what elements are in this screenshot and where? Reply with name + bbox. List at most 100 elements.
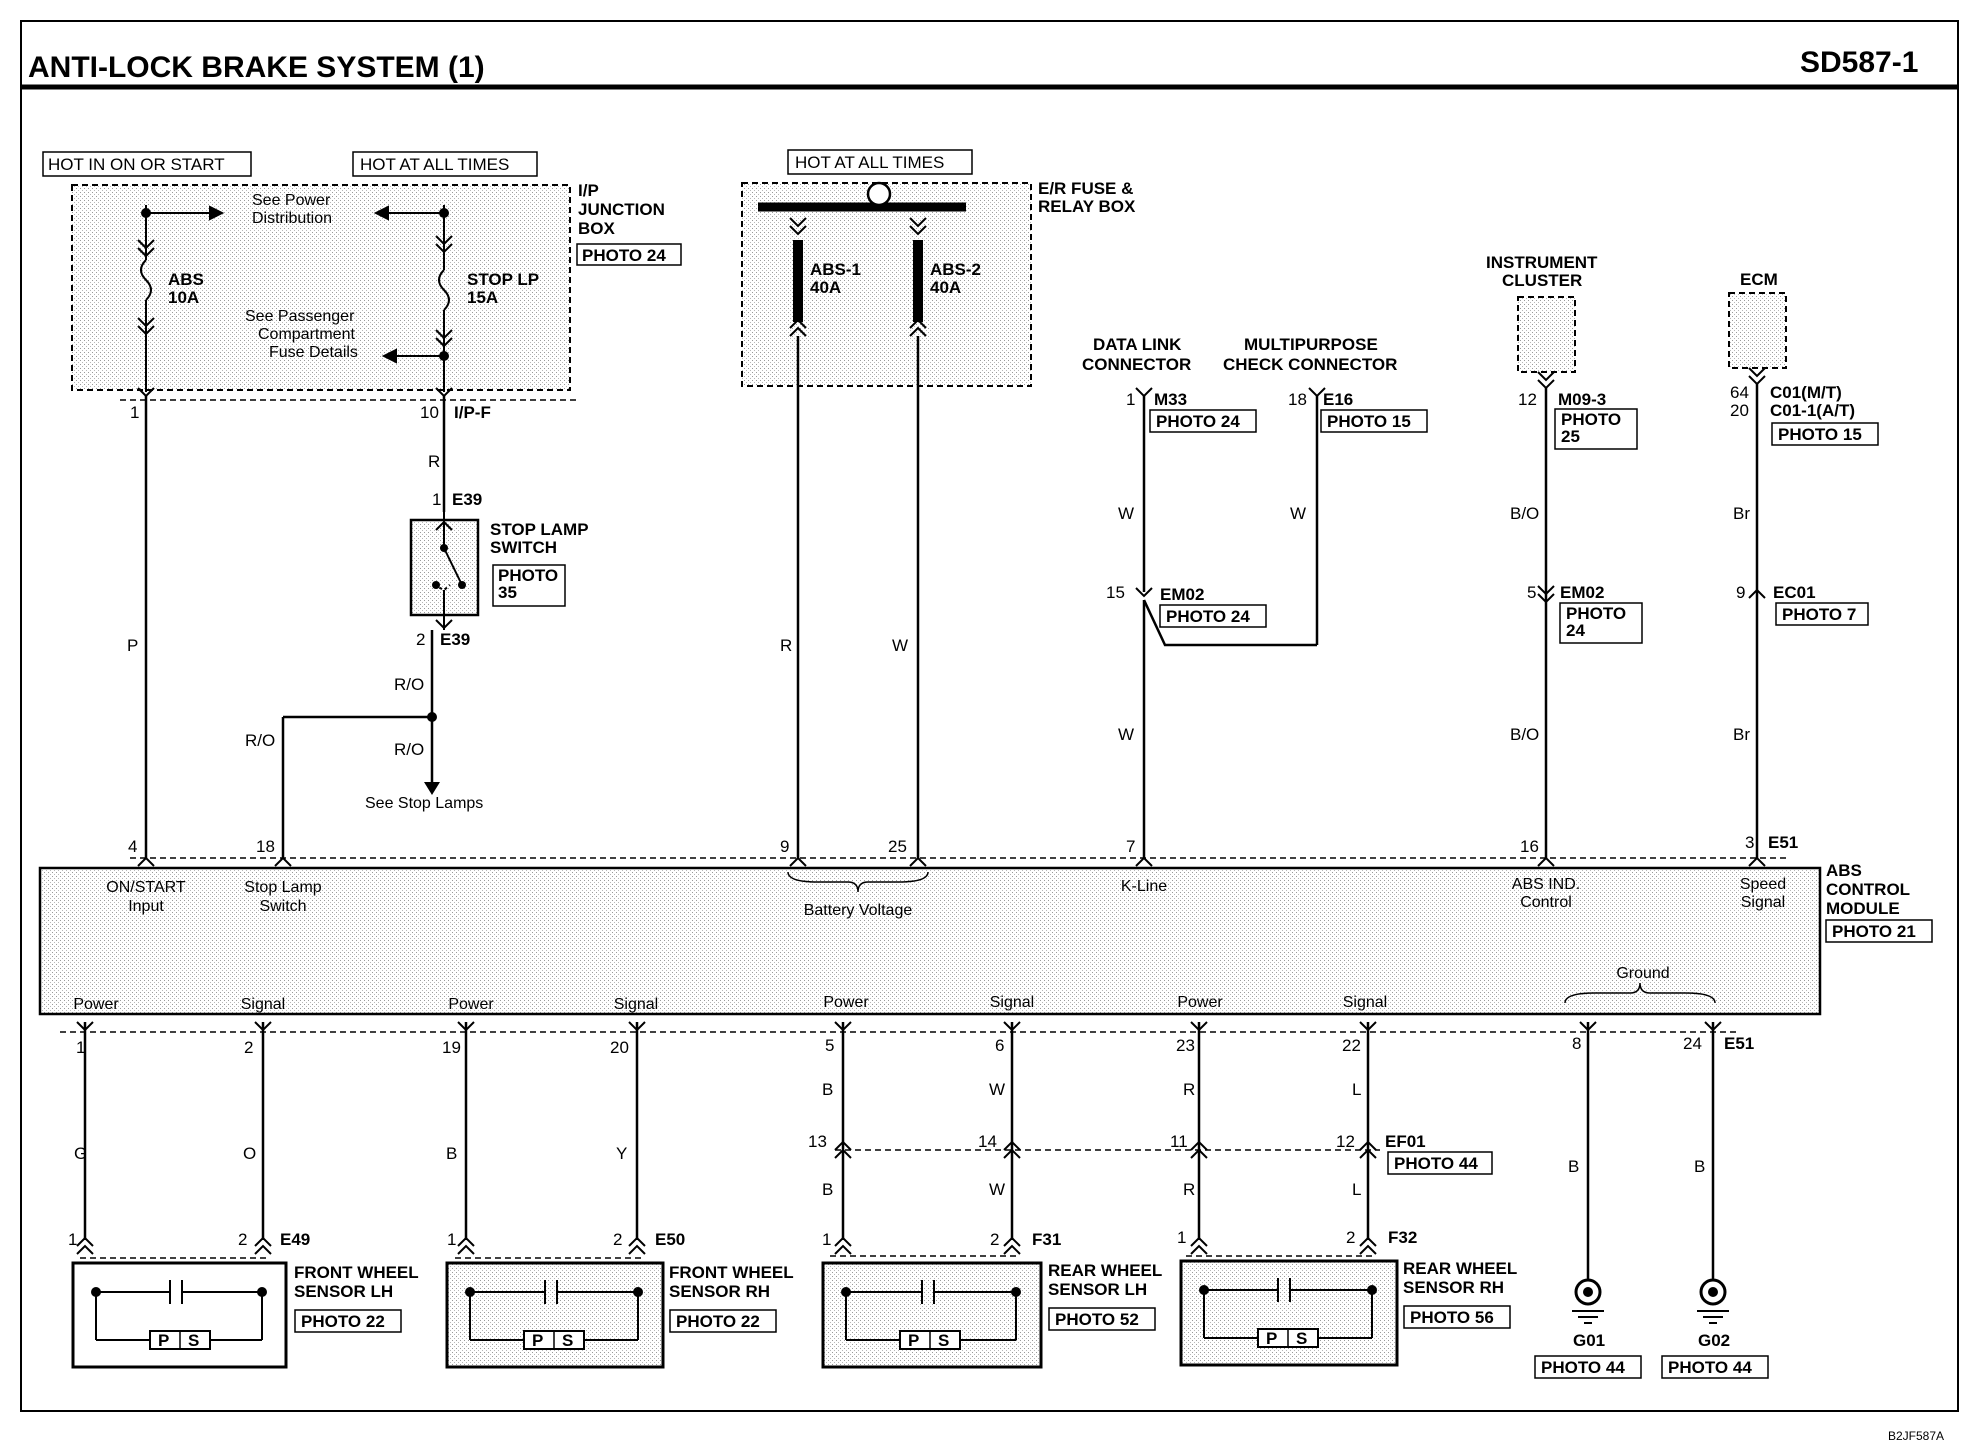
connector-e49: E49 xyxy=(280,1230,310,1249)
er-fuse-relay-box-label: E/R FUSE &RELAY BOX xyxy=(1038,179,1136,216)
wire-color-b-5: B xyxy=(1694,1157,1705,1176)
sensor-p-label: P xyxy=(532,1331,543,1350)
photo-badge-m093 xyxy=(1554,408,1638,450)
pin-label: 3 xyxy=(1745,833,1754,852)
photo-badge-f31-label: PHOTO 52 xyxy=(1055,1310,1139,1329)
sensor-p-label: P xyxy=(1266,1329,1277,1348)
term-signal-4: Signal xyxy=(1343,994,1387,1011)
sensor-p-label: P xyxy=(908,1331,919,1350)
term-signal-3: Signal xyxy=(990,994,1034,1011)
wire-color-w-6: W xyxy=(989,1180,1005,1199)
photo-badge-ef01-label: PHOTO 44 xyxy=(1394,1154,1478,1173)
photo-badge-g01-label: PHOTO 44 xyxy=(1541,1358,1625,1377)
wire-color-b-3: B xyxy=(822,1180,833,1199)
front-wheel-sensor-rh[interactable] xyxy=(445,1261,665,1369)
see-stop-lamps: See Stop Lamps xyxy=(365,795,483,812)
connector-f32: F32 xyxy=(1388,1228,1417,1247)
pin-label: 1 xyxy=(822,1230,831,1249)
photo-badge-c01 xyxy=(1771,422,1879,446)
footer-code: B2JF587A xyxy=(1888,1429,1944,1443)
photo-badge-m33 xyxy=(1149,409,1257,433)
wire-color-br-2: Br xyxy=(1733,725,1750,744)
connector-f31: F31 xyxy=(1032,1230,1061,1249)
pin-label: 2 xyxy=(416,630,425,649)
hot-at-all-times-box-1 xyxy=(352,151,538,177)
pin-label: 2 xyxy=(990,1230,999,1249)
connector-m33: M33 xyxy=(1154,390,1187,409)
photo-badge-e50-label: PHOTO 22 xyxy=(676,1312,760,1331)
pin-label: 24 xyxy=(1683,1034,1702,1053)
front-wheel-sensor-lh[interactable] xyxy=(71,1261,288,1369)
wire-color-r-3: R xyxy=(1183,1080,1195,1099)
connector-em02-1: EM02 xyxy=(1160,585,1204,604)
abs-control-module[interactable] xyxy=(38,866,1822,1016)
pin-label: 9 xyxy=(780,837,789,856)
photo-badge-module-label: PHOTO 21 xyxy=(1832,922,1916,941)
term-power-3: Power xyxy=(823,994,869,1011)
lower-wires xyxy=(83,1022,1715,1280)
wire-color-br-1: Br xyxy=(1733,504,1750,523)
wire-color-r-4: R xyxy=(1183,1180,1195,1199)
connector-e50: E50 xyxy=(655,1230,685,1249)
pin-label: 2 xyxy=(1346,1228,1355,1247)
connector-em02-2: EM02 xyxy=(1560,583,1604,602)
wire-color-w-2: W xyxy=(1118,504,1134,523)
pin-label: 9 xyxy=(1736,583,1745,602)
page-title: ANTI-LOCK BRAKE SYSTEM (1) xyxy=(28,51,485,84)
connector-e51-bottom: E51 xyxy=(1724,1034,1754,1053)
connector-e39-bottom: E39 xyxy=(440,630,470,649)
hot-at-all-times-label-2: HOT AT ALL TIMES xyxy=(795,153,944,172)
pin-label: 23 xyxy=(1176,1036,1195,1055)
wire-color-ro-3: R/O xyxy=(394,740,424,759)
pin-label: 1 xyxy=(432,490,441,509)
stop-lamp-switch-symbol xyxy=(433,512,463,630)
wire-color-ro-2: R/O xyxy=(245,731,275,750)
sensor-s-label: S xyxy=(938,1331,949,1350)
wire-color-r-1: R xyxy=(428,452,440,471)
pin-label: 64 xyxy=(1730,383,1749,402)
sensor-s-label: S xyxy=(188,1331,199,1350)
photo-badge-em02-1 xyxy=(1159,604,1267,628)
rear-wheel-sensor-lh[interactable] xyxy=(821,1261,1043,1369)
photo-badge-g02 xyxy=(1661,1355,1769,1379)
rear-wheel-sensor-rh[interactable] xyxy=(1179,1259,1399,1367)
lower-terminals xyxy=(76,1021,1722,1032)
connector-e51-top: E51 xyxy=(1768,833,1798,852)
photo-badge-g02-label: PHOTO 44 xyxy=(1668,1358,1752,1377)
pin-label: 20 xyxy=(1730,401,1749,420)
pin-label: 12 xyxy=(1336,1132,1355,1151)
page-code: SD587-1 xyxy=(1800,46,1918,79)
term-power-4: Power xyxy=(1177,994,1223,1011)
photo-badge-e49-label: PHOTO 22 xyxy=(301,1312,385,1331)
photo-badge-e49 xyxy=(294,1309,402,1333)
term-ground: Ground xyxy=(1616,965,1669,982)
photo-badge-m33-label: PHOTO 24 xyxy=(1156,412,1240,431)
term-abs-ind: ABS IND.Control xyxy=(1512,876,1580,911)
photo-badge-ec01 xyxy=(1775,602,1869,626)
page-frame xyxy=(20,20,1959,1412)
pin-label: 19 xyxy=(442,1038,461,1057)
term-power-1: Power xyxy=(73,996,119,1013)
ground-g02-label: G02 xyxy=(1698,1331,1730,1350)
wire-color-w-4: W xyxy=(1118,725,1134,744)
wire-color-w-3: W xyxy=(1290,504,1306,523)
pin-label: 14 xyxy=(978,1132,997,1151)
pin-label: 2 xyxy=(244,1038,253,1057)
pin-label: 18 xyxy=(256,837,275,856)
pin-label: 25 xyxy=(888,837,907,856)
pin-label: 1 xyxy=(130,403,139,422)
pin-label: 2 xyxy=(238,1230,247,1249)
pin-label: 1 xyxy=(447,1230,456,1249)
